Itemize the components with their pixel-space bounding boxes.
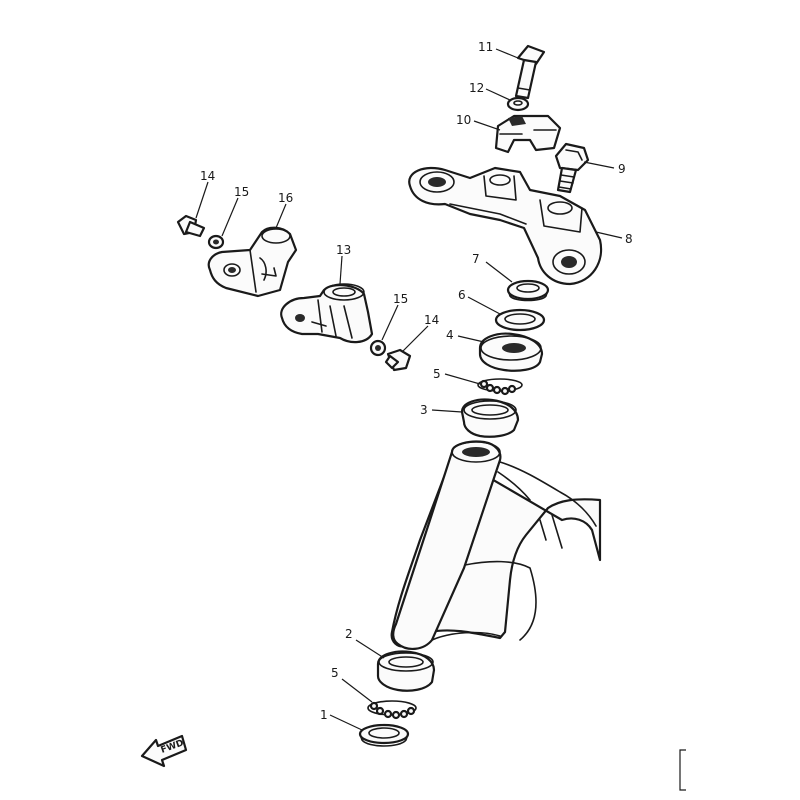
part-5-steel-balls-lower xyxy=(367,700,417,720)
part-4-bearing-cover xyxy=(478,332,544,372)
callout-14-left: 14 xyxy=(200,169,215,183)
part-15-washer-left xyxy=(207,234,225,250)
part-7-ring-nut xyxy=(506,279,550,302)
part-14-bolt-left xyxy=(176,214,206,238)
part-16-cable-bracket xyxy=(207,226,298,298)
leader-lines xyxy=(195,48,623,731)
callout-1: 1 xyxy=(320,708,328,722)
part-13-lower-holder xyxy=(280,283,374,344)
callout-15-left: 15 xyxy=(234,185,249,199)
part-14-bolt-right xyxy=(384,348,412,372)
page-edge-bracket xyxy=(679,749,686,791)
fwd-arrow-icon: FWD xyxy=(140,734,188,768)
part-12-washer xyxy=(506,96,530,112)
part-9-bolt xyxy=(554,142,590,194)
part-10-handlebar-holder xyxy=(494,114,562,154)
part-8-upper-bracket xyxy=(408,166,603,286)
part-11-bolt xyxy=(514,44,546,100)
callout-15-right: 15 xyxy=(393,292,408,306)
part-3-bearing-race xyxy=(460,398,520,438)
part-2-bearing-race-lower xyxy=(376,650,436,692)
callout-9: 9 xyxy=(618,162,626,176)
callout-6: 6 xyxy=(458,288,466,302)
frame-head-pipe xyxy=(390,440,602,650)
callout-3: 3 xyxy=(420,403,428,417)
callout-8: 8 xyxy=(625,232,633,246)
callout-5-lower: 5 xyxy=(331,666,339,680)
callout-4: 4 xyxy=(446,328,454,342)
callout-13: 13 xyxy=(336,243,351,257)
callout-12: 12 xyxy=(469,81,484,95)
part-5-steel-balls-upper xyxy=(477,378,523,396)
callout-5-upper: 5 xyxy=(433,367,441,381)
callout-2: 2 xyxy=(345,627,353,641)
part-6-washer xyxy=(494,308,546,332)
part-15-washer-right xyxy=(369,339,387,357)
callout-7: 7 xyxy=(472,252,480,266)
part-1-dust-seal xyxy=(358,723,410,747)
callout-14-right: 14 xyxy=(424,313,439,327)
callout-10: 10 xyxy=(456,113,471,127)
callout-labels: 11 12 10 9 8 7 6 4 5 3 14 15 16 13 15 14… xyxy=(200,40,633,722)
callout-16: 16 xyxy=(278,191,293,205)
callout-11: 11 xyxy=(478,40,493,54)
